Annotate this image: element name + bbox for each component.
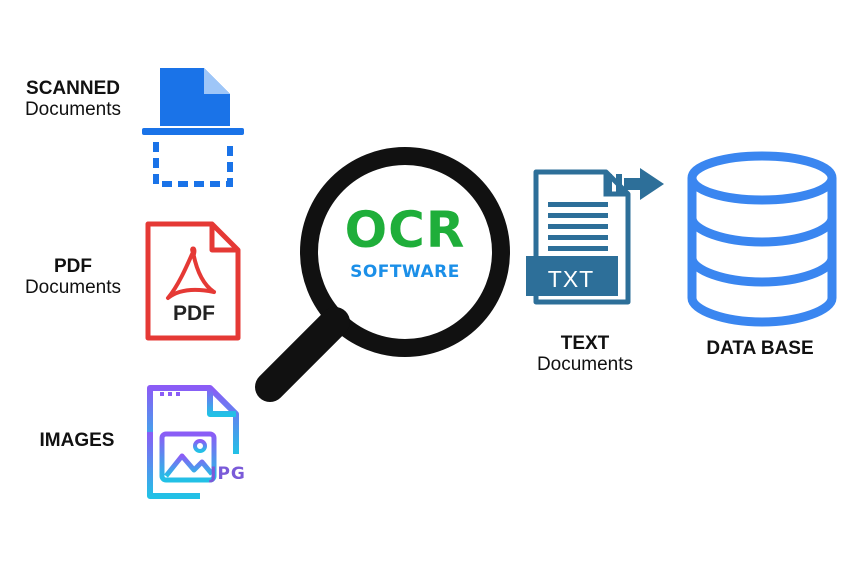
text-documents-label: TEXT Documents <box>520 333 650 376</box>
images-label: IMAGES <box>22 430 132 451</box>
txt-icon-text: TXT <box>547 266 595 292</box>
text-file-icon <box>526 168 664 305</box>
magnifier-icon <box>255 147 510 402</box>
pdf-subtitle: Documents <box>24 277 122 299</box>
scanned-title: SCANNED <box>26 78 120 99</box>
software-subtitle: SOFTWARE <box>350 262 460 282</box>
ocr-title: OCR <box>344 201 466 259</box>
text-subtitle: Documents <box>536 354 634 376</box>
jpg-icon-text: JPG <box>210 464 246 484</box>
pdf-title: PDF <box>54 256 92 277</box>
database-label: DATA BASE <box>690 338 830 359</box>
scanned-documents-label: SCANNED Documents <box>10 78 136 121</box>
text-title: TEXT <box>560 333 610 354</box>
pdf-documents-label: PDF Documents <box>10 256 136 299</box>
database-icon <box>687 151 837 327</box>
arrow-right-icon <box>604 168 664 200</box>
scanned-document-icon <box>142 68 244 187</box>
pdf-icon-text: PDF <box>173 302 215 325</box>
image-file-icon <box>147 385 239 499</box>
scanned-subtitle: Documents <box>24 99 122 121</box>
images-title: IMAGES <box>39 430 115 451</box>
database-title: DATA BASE <box>706 338 814 359</box>
pdf-file-icon <box>145 221 241 341</box>
